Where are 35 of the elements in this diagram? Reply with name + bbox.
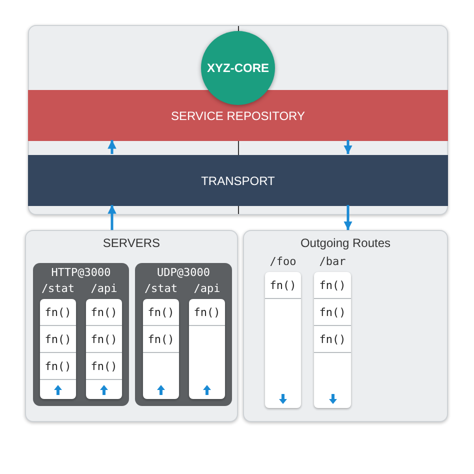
route-path-label: /api <box>90 282 118 295</box>
layer-panel <box>25 230 238 422</box>
server-title: UDP@3000 <box>157 266 210 279</box>
function-cell: fn() <box>86 353 122 380</box>
route-path-label: /stat <box>41 282 75 295</box>
function-cell: fn() <box>86 299 122 326</box>
function-cell: fn() <box>40 299 76 326</box>
route-path-label: /bar <box>319 255 346 268</box>
server-panel <box>33 263 129 406</box>
route-path-label: /stat <box>144 282 178 295</box>
arrow <box>344 205 352 230</box>
server-panel <box>135 263 232 406</box>
layer-band: SERVICE REPOSITORY <box>28 90 448 141</box>
function-cell: fn() <box>314 326 351 353</box>
route-path-label: /api <box>194 282 220 295</box>
function-cell: fn() <box>40 326 76 353</box>
layer-band: TRANSPORT <box>28 155 448 206</box>
function-cell: fn() <box>265 272 301 299</box>
function-cell: fn() <box>143 326 179 353</box>
core-circle: XYZ-CORE <box>201 31 275 105</box>
panel-title: SERVERS <box>102 236 160 250</box>
route-path-label: /foo <box>270 255 296 268</box>
layer-panel <box>243 230 448 422</box>
function-cell: fn() <box>40 353 76 380</box>
arrow <box>344 140 352 154</box>
function-cell: fn() <box>314 299 351 326</box>
function-cell: fn() <box>143 299 179 326</box>
layer-panel <box>28 25 448 215</box>
server-title: HTTP@3000 <box>51 266 111 279</box>
arrow <box>108 205 116 230</box>
function-cell: fn() <box>189 299 225 326</box>
function-cell: fn() <box>86 326 122 353</box>
function-cell: fn() <box>314 272 351 299</box>
panel-title: Outgoing Routes <box>300 236 391 250</box>
arrow <box>108 140 116 154</box>
